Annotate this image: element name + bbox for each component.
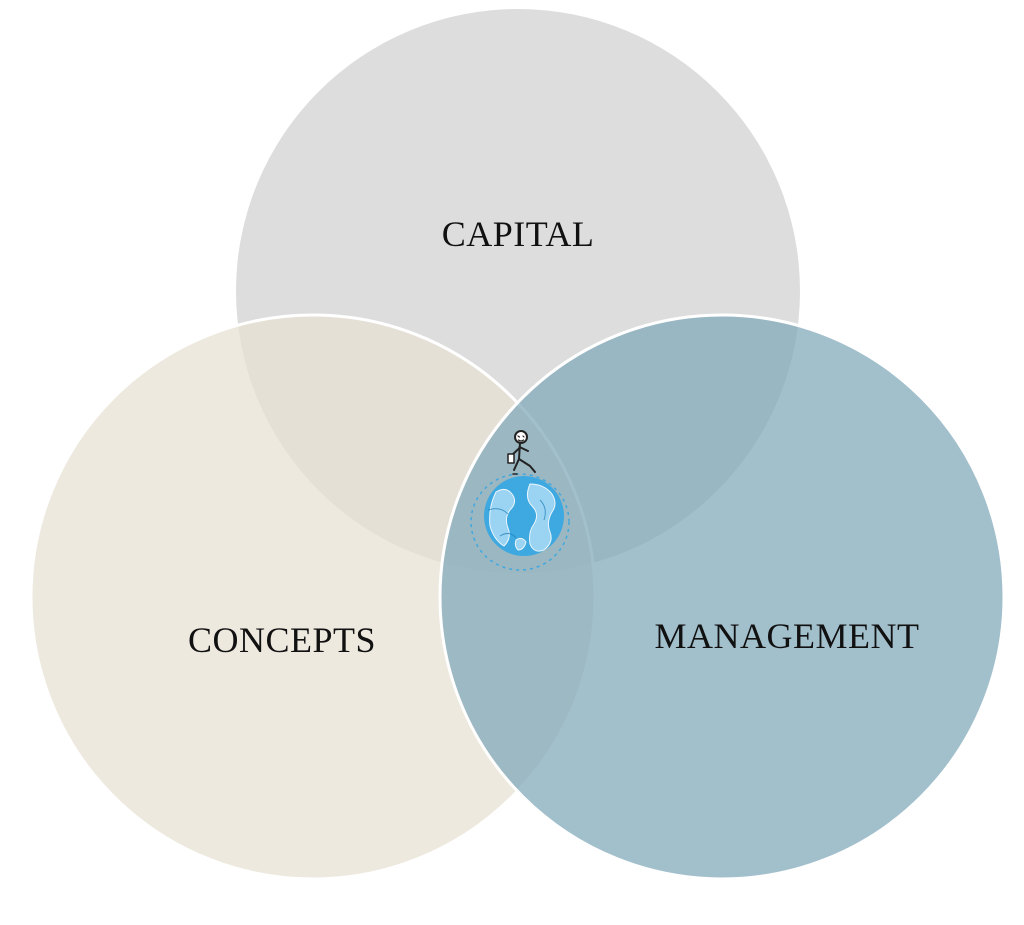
orbit-ring bbox=[470, 473, 570, 571]
walking-figure-icon bbox=[507, 430, 536, 475]
globe-icon bbox=[484, 476, 564, 556]
management-label: MANAGEMENT bbox=[655, 616, 920, 656]
capital-label: CAPITAL bbox=[442, 214, 595, 254]
management-circle bbox=[438, 313, 1006, 881]
concepts-label: CONCEPTS bbox=[188, 620, 376, 660]
globe-with-walking-figure-icon bbox=[470, 430, 570, 571]
